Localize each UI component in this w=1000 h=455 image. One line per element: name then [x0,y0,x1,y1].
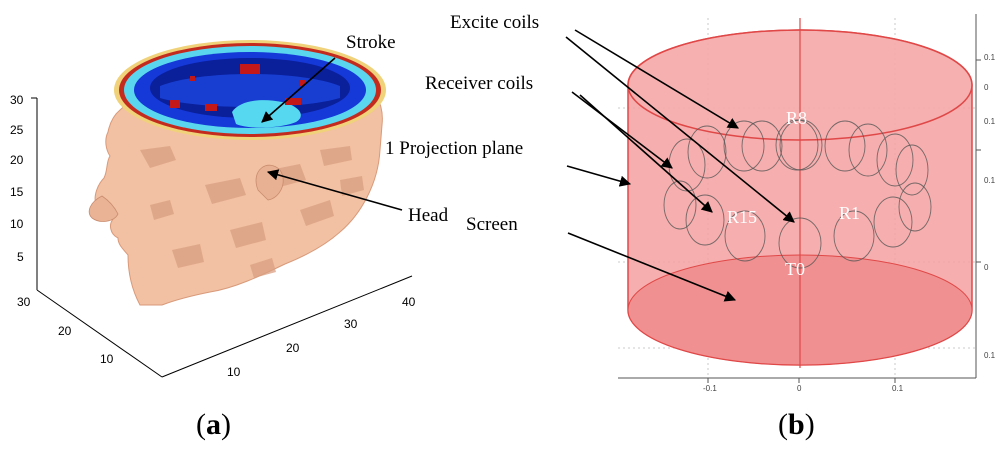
panel-a-y-ticks: 30 20 10 [17,295,114,366]
x-tick: 10 [227,365,241,379]
head-model [88,40,386,306]
caption-a-letter: a [206,408,221,441]
receiver-arrow-1 [571,91,673,169]
coil-label-r8: R8 [786,108,807,128]
x-tick: 40 [402,295,416,309]
y-tick: 10 [100,352,114,366]
stroke-arrow [261,57,336,123]
red-spots [170,64,306,111]
caption-b-letter: b [788,408,805,441]
screen-arrow [567,232,737,302]
receiver-coils-annotation: Receiver coils [425,73,533,94]
stroke-annotation: Stroke [346,32,396,53]
x-tick: 20 [286,341,300,355]
panel-b-annotations: Excite coils Receiver coils 1 Projection… [385,12,539,235]
right-tick: 0 [984,83,989,92]
excite-coils-annotation: Excite coils [450,12,539,33]
z-tick: 30 [10,93,24,107]
panel-a-x-ticks: 10 20 30 40 [227,295,416,379]
panel-a-z-ticks: 30 25 20 15 10 5 [10,93,24,264]
head-nose [88,195,119,222]
screen-cylinder [627,18,973,368]
z-tick: 15 [10,185,24,199]
receiver-arrow-2 [579,94,713,213]
right-tick: 0 [984,263,989,272]
excite-arrow-1 [574,29,739,129]
head-arrow [266,169,403,211]
projection-plane-annotation: 1 Projection plane [385,138,523,159]
z-tick: 5 [17,250,24,264]
panel-a-arrows [261,57,403,211]
y-tick: 20 [58,324,72,338]
screen-annotation: Screen [466,214,518,235]
y-tick: 30 [17,295,31,309]
x-tick: 0 [797,384,802,393]
panel-b: R8 R15 R1 T0 Excite coils Receiver coils… [385,12,996,393]
panel-b-arrows [565,29,795,302]
right-tick: 0.1 [984,176,996,185]
x-tick: 30 [344,317,358,331]
coil-labels: R8 R15 R1 T0 [727,108,860,279]
x-tick: 0.1 [892,384,904,393]
projection-arrow [566,165,632,187]
coil-label-r1: R1 [839,203,860,223]
right-tick: 0.1 [984,117,996,126]
head-annotation: Head [408,205,449,226]
z-tick: 20 [10,153,24,167]
panel-a: 30 25 20 15 10 5 30 20 10 10 20 30 40 [10,32,449,379]
panel-a-axes [31,97,413,378]
panel-b-axes [618,14,981,383]
right-tick: 0.1 [984,53,996,62]
panel-b-ticks: -0.1 0 0.1 0.1 0 0.1 0.1 0 0.1 [703,53,996,393]
excite-arrow-2 [565,36,795,223]
caption-a: (a) [196,408,231,441]
coil-label-r15: R15 [727,207,757,227]
coil-rings [663,119,932,269]
right-tick: 0.1 [984,351,996,360]
x-tick: -0.1 [703,384,717,393]
coil-label-t0: T0 [785,259,805,279]
z-tick: 25 [10,123,24,137]
caption-b: (b) [778,408,815,441]
z-tick: 10 [10,217,24,231]
